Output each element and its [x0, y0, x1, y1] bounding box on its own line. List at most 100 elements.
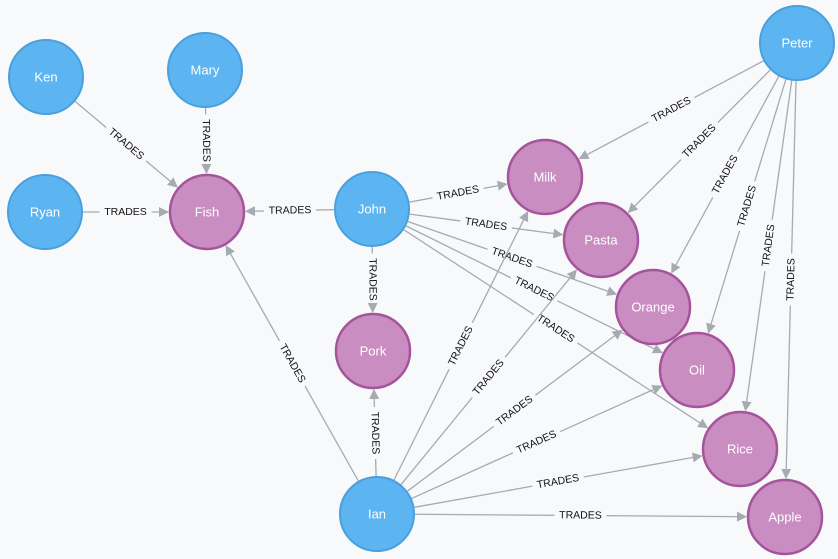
- node-ryan[interactable]: Ryan: [7, 174, 83, 250]
- edge-line: [409, 197, 433, 203]
- edge-john-fish[interactable]: TRADES: [244, 204, 335, 217]
- edge-label: TRADES: [490, 245, 534, 270]
- edge-arrow-line: [577, 342, 709, 429]
- edge-ryan-fish[interactable]: TRADES: [83, 206, 169, 218]
- edge-ian-pasta[interactable]: TRADES: [400, 269, 577, 485]
- edge-label: TRADES: [200, 119, 213, 162]
- node-label: Pasta: [584, 233, 618, 248]
- node-oil[interactable]: Oil: [658, 331, 736, 409]
- edge-label: TRADES: [515, 428, 559, 456]
- edge-label: TRADES: [464, 216, 508, 234]
- node-label: Oil: [689, 363, 705, 378]
- edge-label: TRADES: [366, 258, 378, 301]
- node-circle: [506, 138, 584, 216]
- edge-ken-fish[interactable]: TRADES: [74, 100, 178, 188]
- edge-label: TRADES: [760, 224, 778, 268]
- edge-label: TRADES: [446, 324, 476, 367]
- node-circle: [334, 312, 412, 390]
- edge-john-pasta[interactable]: TRADES: [409, 213, 564, 239]
- edge-arrow-line: [535, 329, 623, 396]
- node-circle: [334, 171, 410, 247]
- edge-line: [791, 80, 797, 254]
- node-circle: [701, 410, 779, 488]
- node-pork[interactable]: Pork: [334, 312, 412, 390]
- edge-line: [414, 485, 533, 508]
- edge-label: TRADES: [368, 412, 381, 455]
- node-ken[interactable]: Ken: [8, 39, 84, 115]
- edge-line: [409, 213, 461, 222]
- edge-label: TRADES: [680, 122, 719, 161]
- edge-ian-rice[interactable]: TRADES: [414, 452, 703, 508]
- node-orange[interactable]: Orange: [614, 268, 692, 346]
- edge-ian-orange[interactable]: TRADES: [407, 329, 623, 492]
- edge-arrow-line: [225, 245, 281, 342]
- edge-line: [403, 229, 535, 316]
- edge-line: [304, 385, 359, 482]
- edge-line: [754, 79, 787, 182]
- edge-peter-apple[interactable]: TRADES: [781, 80, 798, 480]
- edge-arrow-line: [578, 121, 649, 160]
- edge-label: TRADES: [536, 472, 580, 491]
- node-circle: [7, 174, 83, 250]
- node-john[interactable]: John: [334, 171, 410, 247]
- node-label: Peter: [781, 36, 813, 51]
- node-label: Ryan: [30, 205, 60, 220]
- edge-peter-rice[interactable]: TRADES: [741, 80, 793, 412]
- node-label: John: [358, 202, 386, 217]
- node-circle: [658, 331, 736, 409]
- node-milk[interactable]: Milk: [506, 138, 584, 216]
- edge-john-pork[interactable]: TRADES: [366, 246, 379, 314]
- edge-line: [405, 225, 512, 279]
- edge-arrow-line: [706, 230, 741, 334]
- node-pasta[interactable]: Pasta: [562, 201, 640, 279]
- edge-arrow-line: [511, 227, 564, 239]
- node-rice[interactable]: Rice: [701, 410, 779, 488]
- node-label: Rice: [727, 442, 753, 457]
- node-circle: [339, 476, 415, 552]
- node-peter[interactable]: Peter: [759, 5, 835, 81]
- node-label: Fish: [195, 205, 220, 220]
- edge-arrow-line: [471, 211, 529, 323]
- edge-arrow-line: [671, 197, 714, 274]
- edge-line: [407, 220, 488, 250]
- edge-arrow-line: [781, 305, 792, 480]
- edge-line: [407, 425, 495, 492]
- edge-label: TRADES: [512, 274, 555, 304]
- edge-ian-apple[interactable]: TRADES: [414, 509, 748, 522]
- node-label: Apple: [768, 510, 801, 525]
- edge-ian-pork[interactable]: TRADES: [368, 388, 382, 477]
- node-circle: [759, 5, 835, 81]
- edge-ian-milk[interactable]: TRADES: [393, 211, 529, 481]
- node-ian[interactable]: Ian: [339, 476, 415, 552]
- node-circle: [614, 268, 692, 346]
- edge-line: [717, 69, 771, 124]
- edge-arrow-line: [583, 452, 703, 478]
- edge-arrow-line: [606, 511, 748, 522]
- node-label: Mary: [191, 63, 220, 78]
- edge-label: TRADES: [534, 312, 576, 345]
- edge-john-milk[interactable]: TRADES: [409, 180, 508, 203]
- edge-peter-milk[interactable]: TRADES: [578, 60, 764, 160]
- node-label: Ian: [368, 507, 386, 522]
- node-mary[interactable]: Mary: [167, 32, 243, 108]
- edge-mary-fish[interactable]: TRADES: [200, 107, 213, 175]
- node-apple[interactable]: Apple: [746, 478, 824, 556]
- node-fish[interactable]: Fish: [168, 173, 246, 251]
- edge-label: TRADES: [277, 342, 308, 385]
- edge-line: [414, 513, 555, 516]
- edge-label: TRADES: [269, 204, 312, 217]
- node-circle: [168, 173, 246, 251]
- edge-arrow-line: [483, 180, 508, 191]
- edge-label: TRADES: [106, 126, 146, 163]
- node-label: Ken: [34, 70, 57, 85]
- edge-arrow-line: [145, 160, 178, 188]
- edge-line: [771, 80, 793, 220]
- edge-label: TRADES: [494, 393, 535, 428]
- edge-label: TRADES: [710, 153, 741, 196]
- edge-label: TRADES: [104, 206, 147, 218]
- edge-arrow-line: [504, 269, 577, 358]
- edge-label: TRADES: [436, 183, 480, 203]
